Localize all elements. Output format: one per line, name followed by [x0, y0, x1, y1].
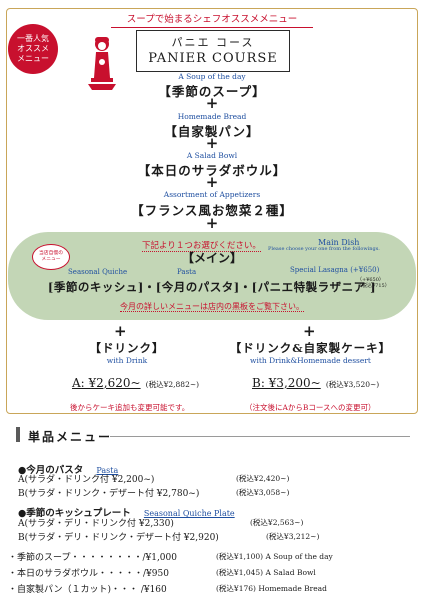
top-banner: スープで始まるシェフオススメメニュー — [105, 12, 319, 28]
course-title-jp: パニエ コース — [171, 36, 255, 49]
pasta-row-a: A(サラダ・ドリンク付 ¥2,200~) — [18, 475, 155, 485]
option-b-tax: (税込¥3,520~) — [325, 380, 380, 389]
option-b-price-block: B: ¥3,200~ (税込¥3,520~) — [252, 372, 379, 391]
quiche-section-title-row: ●季節のキッシュプレート Seasonal Quiche Plate — [18, 501, 235, 520]
course-title-en: PANIER COURSE — [148, 51, 278, 66]
option-a-tax: (税込¥2,882~) — [145, 380, 200, 389]
plus-sign: + — [205, 173, 219, 191]
plus-sign-b: + — [303, 322, 316, 340]
salad-item: ・本日のサラダボウル・・・・・/¥950 — [8, 569, 169, 579]
main-dish-options: [季節のキッシュ]・[今月のパスタ]・[パニエ特製ラザニア ] — [47, 280, 377, 294]
quiche-section-title: ●季節のキッシュプレート — [18, 508, 131, 519]
option-b-title: 【ドリンク&自家製ケーキ】 — [229, 341, 392, 355]
main-dish-panel — [8, 232, 416, 320]
step-bread-jp: 【自家製パン】 — [164, 124, 260, 139]
step-soup-jp: 【季節のスープ】 — [158, 84, 266, 99]
step-salad-en: A Salad Bowl — [186, 151, 238, 160]
quiche-row-a-tax: (税込¥2,563~) — [250, 518, 304, 527]
signature-badge: 当店自慢の メニュー — [32, 244, 70, 270]
course-title-box: パニエ コース PANIER COURSE — [136, 30, 290, 72]
main-dish-note: 下記より１つお選びください。 — [142, 241, 261, 252]
option-a-price-block: A: ¥2,620~ (税込¥2,882~) — [72, 372, 199, 391]
bread-item-tax: (税込¥176) Homemade Bread — [216, 584, 327, 593]
lasagna-price-tax: （税込¥715） — [357, 283, 390, 289]
pasta-row-b: B(サラダ・ドリンク・デザート付 ¥2,780~) — [18, 489, 200, 499]
footer-note-a: 後からケーキ追加も変更可能です。 — [70, 403, 190, 412]
pasta-row-b-tax: (税込¥3,058~) — [236, 488, 290, 497]
main-dish-en: Main Dish — [318, 238, 360, 247]
heading-divider — [110, 436, 410, 437]
badge-line-3: メニュー — [17, 54, 49, 63]
plus-sign: + — [205, 94, 219, 112]
option-b-price: B: ¥3,200~ — [252, 376, 321, 390]
monthly-menu-note-text: 今月の詳しいメニューは店内の黒板をご覧下さい。 — [120, 302, 304, 312]
quiche-row-b: B(サラダ・デリ・ドリンク・デザート付 ¥2,920) — [18, 533, 219, 543]
plus-sign: + — [205, 134, 219, 152]
lasagna-price-extra: （+¥650） — [357, 277, 384, 283]
soup-item: ・季節のスープ・・・・・・・・/¥1,000 — [8, 553, 177, 563]
pasta-section-en: Pasta — [96, 466, 119, 475]
option-a-title: 【ドリンク】 — [89, 341, 165, 355]
option-a-price: A: ¥2,620~ — [72, 376, 141, 390]
heading-bar — [16, 427, 20, 442]
salad-item-tax: (税込¥1,045) A Salad Bowl — [216, 568, 316, 577]
main-dish-description: Please choose your one from the followin… — [268, 246, 380, 252]
step-appetizers-en: Assortment of Appetizers — [163, 190, 261, 199]
step-salad-jp: 【本日のサラダボウル】 — [137, 163, 287, 178]
monthly-menu-note: 今月の詳しいメニューは店内の黒板をご覧下さい。 — [0, 301, 424, 312]
badge-line-2: オススメ — [17, 44, 49, 53]
step-bread-en: Homemade Bread — [177, 112, 247, 121]
step-soup-en: A Soup of the day — [178, 72, 246, 81]
option-a-subtitle: with Drink — [106, 356, 148, 365]
signature-badge-line-2: メニュー — [41, 257, 61, 262]
signature-badge-line-1: 当店自慢の — [39, 251, 63, 256]
pasta-section-title-row: ●今月のパスタ Pasta — [18, 458, 118, 477]
plus-sign-a: + — [114, 322, 127, 340]
main-dish-label: 【メイン】 — [181, 251, 242, 265]
bread-item: ・自家製パン（１カット)・・・ /¥160 — [8, 585, 167, 595]
quiche-section-en: Seasonal Quiche Plate — [143, 509, 235, 518]
pasta-row-a-tax: (税込¥2,420~) — [236, 474, 290, 483]
option-quiche-en: Seasonal Quiche — [68, 268, 128, 276]
soup-item-tax: (税込¥1,100) A Soup of the day — [216, 552, 333, 561]
single-menu-heading: 単品メニュー — [28, 430, 113, 444]
chef-icon — [88, 37, 116, 90]
pasta-section-title: ●今月のパスタ — [18, 465, 84, 476]
lasagna-price: （+¥650） （税込¥715） — [357, 277, 390, 289]
option-pasta-en: Pasta — [177, 268, 197, 276]
quiche-row-a: A(サラダ・デリ・ドリンク付 ¥2,330) — [18, 519, 174, 529]
plus-sign: + — [205, 214, 219, 232]
course-frame — [6, 8, 418, 414]
quiche-row-b-tax: (税込¥3,212~) — [266, 532, 320, 541]
option-b-subtitle: with Drink&Homemade dessert — [250, 356, 371, 365]
footer-note-b: （注文後にAからBコースへの変更可） — [245, 403, 376, 412]
option-lasagna-en: Special Lasagna (+¥650) — [290, 266, 380, 274]
step-appetizers-jp: 【フランス風お惣菜２種】 — [131, 203, 293, 218]
popular-badge: 一番人気 オススメ メニュー — [8, 24, 58, 74]
badge-line-1: 一番人気 — [17, 34, 49, 43]
